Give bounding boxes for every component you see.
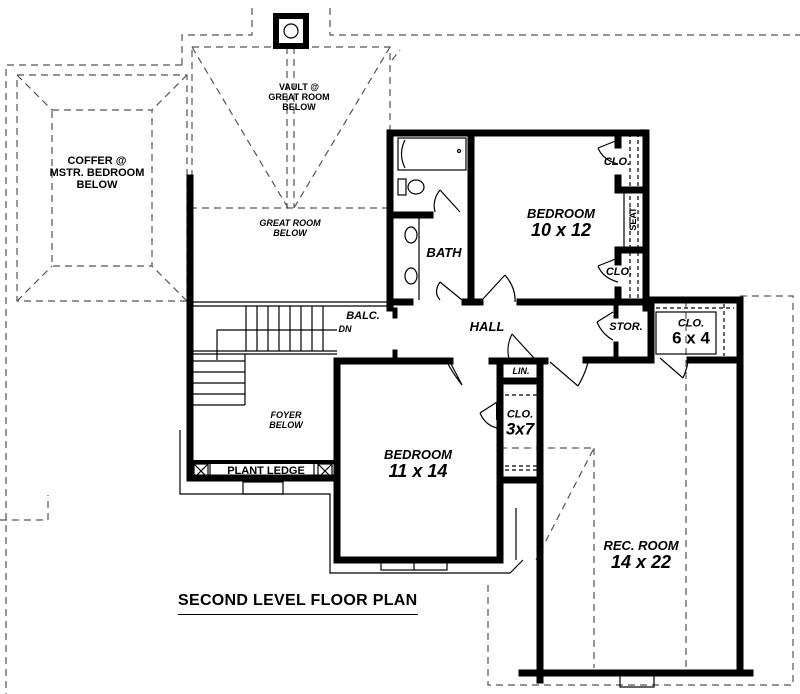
plan-title: SECOND LEVEL FLOOR PLAN [178,592,418,615]
room-label-closet-6x4: CLO. 6 x 4 [672,318,710,349]
vault-line3: BELOW [282,101,316,112]
room-label-seat: SEAT [628,207,639,231]
room-label-storage: STOR. [609,320,643,333]
closet3-size: 6 x 4 [672,328,710,348]
rec-room-name: REC. ROOM [603,537,679,553]
bedroom1-name: BEDROOM [527,205,595,221]
room-label-rec-room: REC. ROOM 14 x 22 [603,537,679,573]
room-label-coffer: COFFER @ MSTR. BEDROOM BELOW [50,155,145,191]
closet4-name: CLO. [506,408,534,421]
room-label-balcony: BALC. [346,309,380,322]
room-label-closet-1: CLO. [603,155,631,168]
room-label-bedroom-10x12: BEDROOM 10 x 12 [527,205,595,241]
room-label-hall: HALL [469,318,505,334]
great-room-line2: BELOW [273,228,307,238]
bedroom1-size: 10 x 12 [530,220,592,241]
closet3-name: CLO. [677,317,705,330]
room-label-vault: VAULT @ GREAT ROOM BELOW [268,82,330,113]
foyer-line2: BELOW [269,420,303,430]
room-label-closet-2: CLO. [605,265,633,278]
walls [186,13,754,684]
room-label-bedroom-11x14: BEDROOM 11 x 14 [384,446,452,482]
vault-line1: VAULT @ [279,82,319,93]
closet4-size: 3x7 [505,419,535,439]
great-room-line1: GREAT ROOM [259,218,321,229]
room-label-closet-3x7: CLO. 3x7 [506,409,534,440]
bedroom2-size: 11 x 14 [388,461,448,482]
room-label-linen: LIN. [512,366,530,377]
coffer-line3: BELOW [76,179,118,192]
rec-room-size: 14 x 22 [610,552,672,573]
coffer-line1: COFFER @ [67,154,127,167]
room-label-bath: BATH [426,244,462,260]
foyer-line1: FOYER [270,410,302,421]
thin-details [179,23,734,688]
bedroom2-name: BEDROOM [384,446,452,462]
room-label-foyer: FOYER BELOW [269,410,303,431]
label-plant-ledge: PLANT LEDGE [227,464,305,477]
coffer-line2: MSTR. BEDROOM [49,166,145,179]
vault-line2: GREAT ROOM [268,92,330,103]
room-label-great-room: GREAT ROOM BELOW [259,218,321,239]
stair-direction-down: DN [338,324,352,335]
